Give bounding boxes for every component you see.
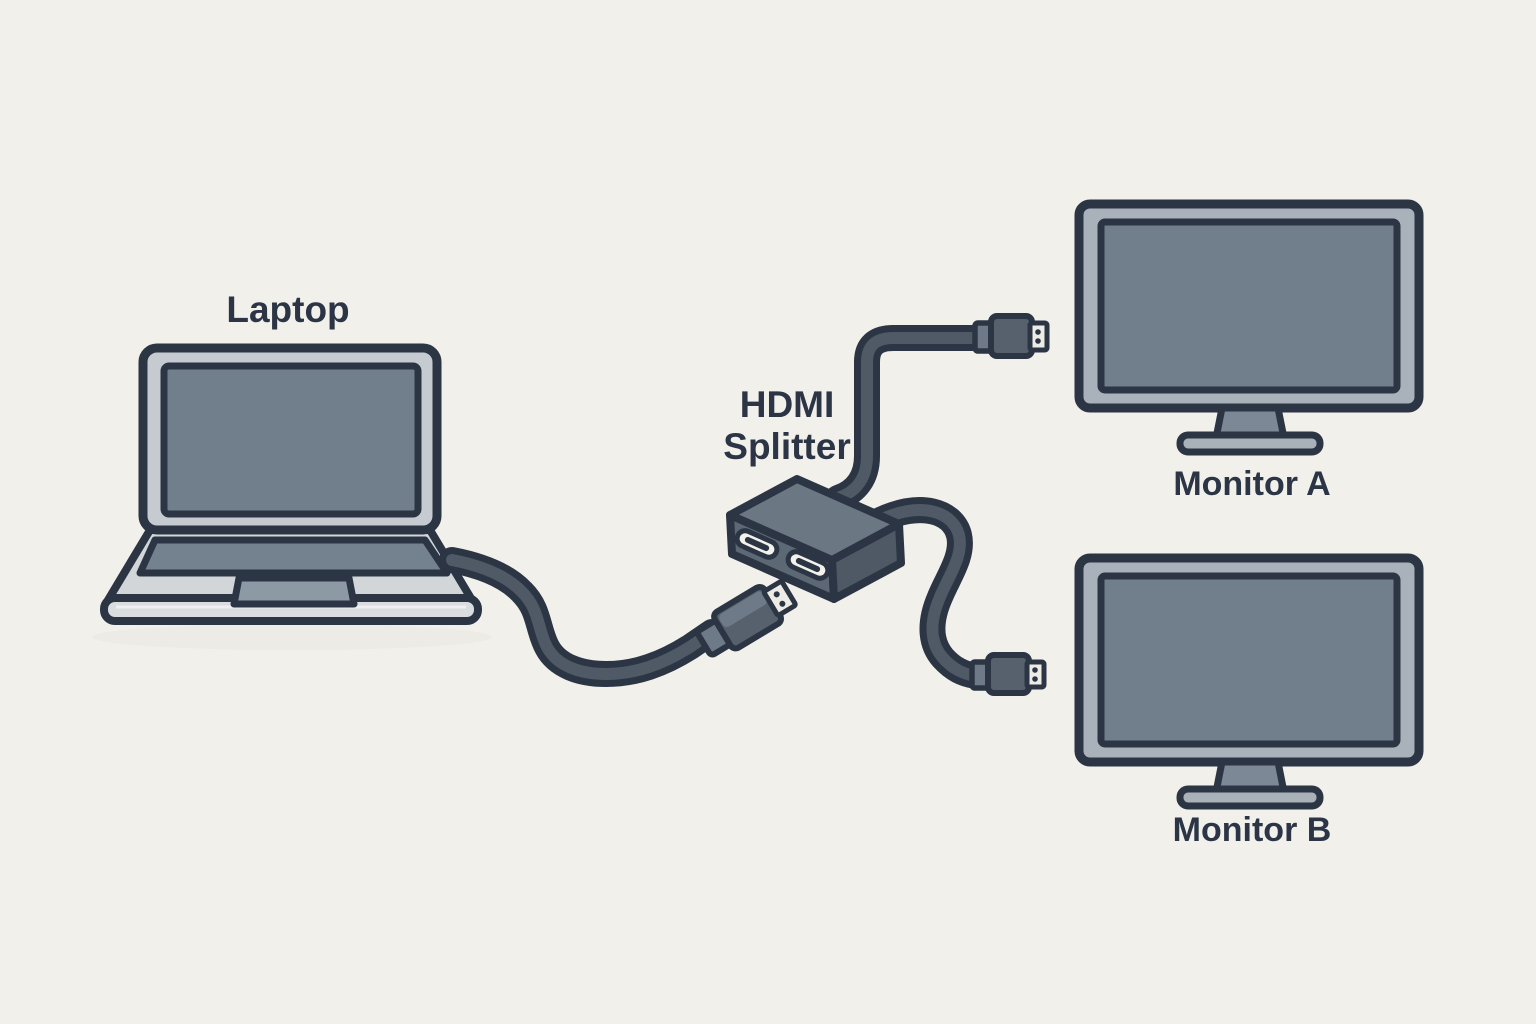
plug-pin-dot xyxy=(1035,338,1041,344)
plug-body xyxy=(985,652,1032,696)
hdmi-plug-monitor-b xyxy=(969,652,1047,696)
laptop-label: Laptop xyxy=(226,289,349,330)
cable-core xyxy=(832,332,982,504)
monitor-stand-base xyxy=(1176,785,1324,810)
splitter-label-line1: HDMI xyxy=(740,384,835,425)
monitor-b-label: Monitor B xyxy=(1173,811,1332,849)
plug-pin-dot xyxy=(1032,676,1038,682)
plug-pin-dot xyxy=(779,600,786,607)
cable-core xyxy=(446,554,718,681)
plug-pin-dot xyxy=(1032,667,1038,673)
plug-pin-dot xyxy=(773,591,780,598)
laptop-screen xyxy=(160,362,422,518)
splitter-top-face xyxy=(726,475,903,564)
plug-pin-dot xyxy=(1035,329,1041,335)
plug-tip xyxy=(761,579,798,618)
laptop-shadow xyxy=(92,624,492,650)
monitor-stand-base xyxy=(1176,431,1324,456)
cable-laptop-to-splitter xyxy=(439,547,725,688)
hdmi-splitter-device xyxy=(726,475,905,603)
plug-tip xyxy=(1024,659,1047,690)
laptop-keyboard xyxy=(136,536,451,577)
hdmi-plug-laptop xyxy=(695,579,798,658)
monitor-a-label: Monitor A xyxy=(1173,465,1330,503)
cable-splitter-to-monitor-b xyxy=(865,497,989,689)
cable-core xyxy=(872,504,982,682)
hdmi-port-2 xyxy=(785,549,831,581)
splitter-label-line2: Splitter xyxy=(723,426,850,467)
plug-body xyxy=(988,313,1035,359)
laptop-trackpad xyxy=(230,574,358,608)
plug-tip xyxy=(1027,320,1050,353)
hdmi-port-slot xyxy=(744,536,770,552)
laptop xyxy=(92,343,492,650)
hdmi-port-1 xyxy=(734,528,780,560)
plug-body-highlight xyxy=(719,591,767,627)
cable-splitter-to-monitor-a xyxy=(825,325,989,511)
monitor-b xyxy=(1074,553,1424,810)
hdmi-port-slot xyxy=(795,557,821,573)
monitor-a xyxy=(1074,199,1424,456)
hdmi-plug-monitor-a xyxy=(972,313,1050,359)
monitor-screen xyxy=(1097,218,1401,394)
monitor-screen xyxy=(1097,572,1401,748)
